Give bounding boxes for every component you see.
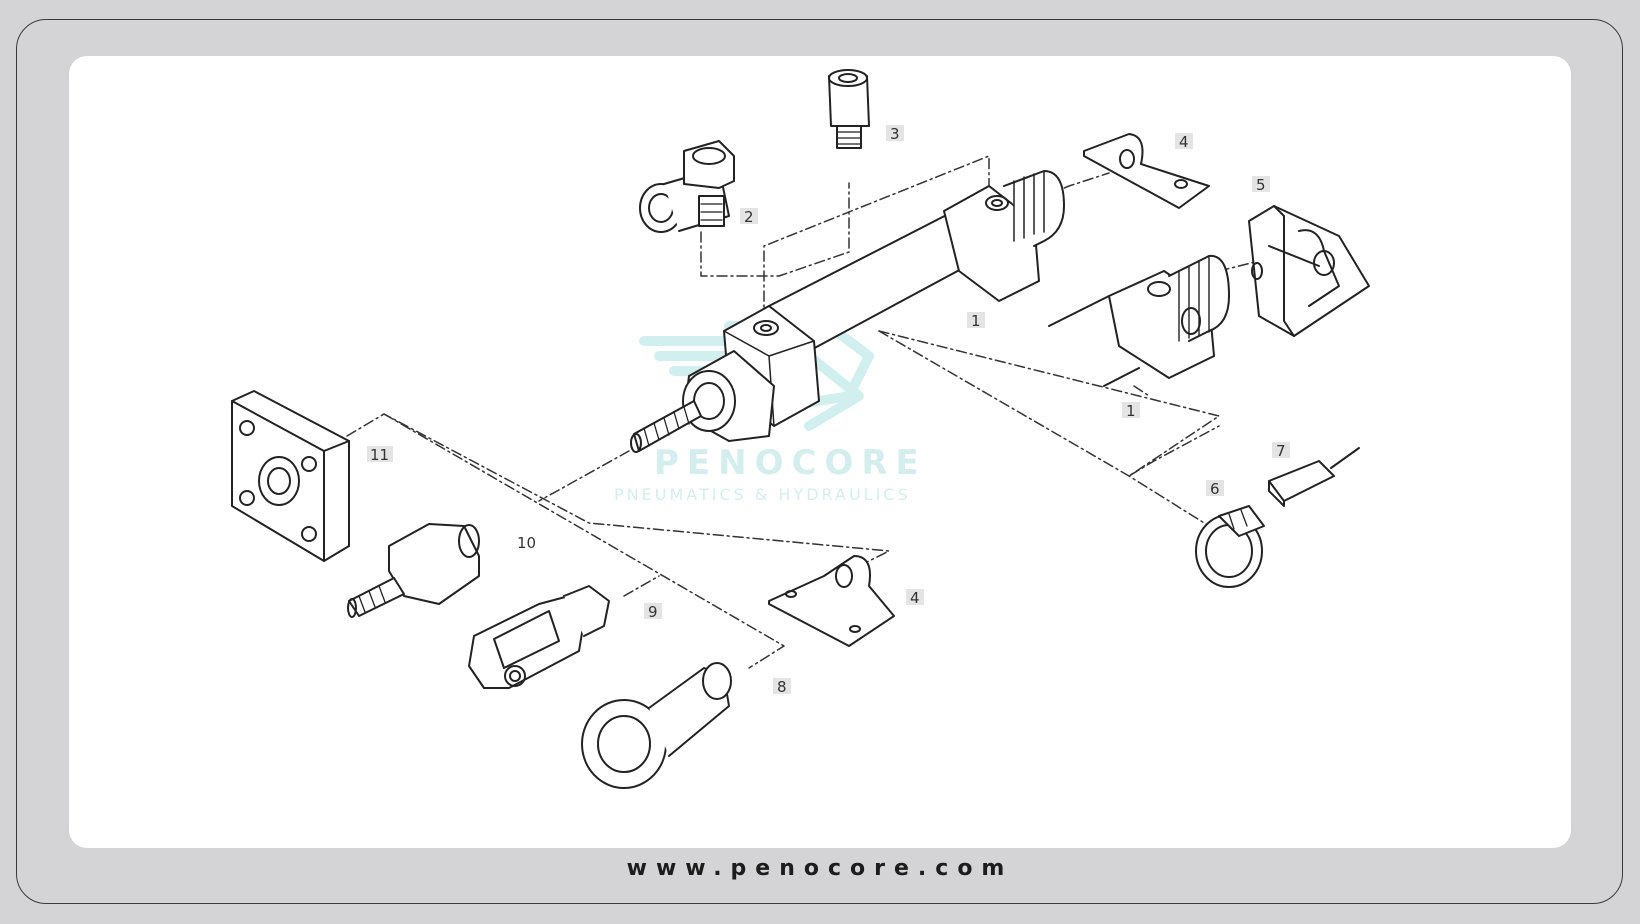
label-part-3: 3 bbox=[890, 125, 900, 143]
label-part-7: 7 bbox=[1276, 442, 1286, 460]
label-part-10: 10 bbox=[517, 534, 536, 552]
straight-fitting-part-3 bbox=[828, 69, 870, 149]
label-bg bbox=[1206, 480, 1224, 496]
label-bg bbox=[906, 589, 924, 605]
rod-clevis-part-9 bbox=[468, 585, 610, 689]
label-bg bbox=[1122, 402, 1140, 418]
foot-bracket-part-4-upper bbox=[1083, 133, 1210, 209]
label-part-2: 2 bbox=[744, 208, 754, 226]
label-part-8: 8 bbox=[777, 678, 787, 696]
cylinder-part-1 bbox=[630, 170, 1065, 453]
label-part-9: 9 bbox=[648, 603, 658, 621]
label-part-11: 11 bbox=[370, 446, 389, 464]
label-part-6: 6 bbox=[1210, 480, 1220, 498]
label-bg bbox=[1252, 176, 1270, 192]
label-bg bbox=[886, 125, 904, 141]
label-bg bbox=[967, 312, 985, 328]
label-bg bbox=[367, 446, 393, 462]
diagram-panel: PENOCORE PNEUMATICS & HYDRAULICS bbox=[69, 56, 1571, 848]
watermark-brand: PENOCORE bbox=[654, 443, 927, 483]
mounting-clamp-part-6 bbox=[1195, 505, 1265, 588]
outer-frame bbox=[16, 19, 1623, 904]
label-bg bbox=[644, 603, 662, 619]
proximity-sensor-part-7 bbox=[1268, 447, 1360, 507]
foot-bracket-part-4-lower bbox=[768, 555, 895, 647]
flange-plate-part-11 bbox=[231, 390, 350, 562]
exploded-parts-diagram: PENOCORE PNEUMATICS & HYDRAULICS bbox=[231, 69, 1370, 789]
label-part-1b: 1 bbox=[1126, 402, 1136, 420]
rod-coupling-part-10 bbox=[347, 523, 480, 618]
rod-eye-part-8 bbox=[581, 662, 732, 789]
label-part-4-upper: 4 bbox=[1179, 133, 1189, 151]
label-bg bbox=[1272, 442, 1290, 458]
label-bg bbox=[1175, 133, 1193, 149]
label-bg bbox=[773, 678, 791, 694]
part-number-labels: 1 1 2 3 4 4 5 6 7 8 9 10 11 bbox=[367, 125, 1290, 696]
label-part-4-lower: 4 bbox=[910, 589, 920, 607]
footer-url[interactable]: www.penocore.com bbox=[626, 856, 1014, 881]
clevis-mount-part-5 bbox=[1248, 205, 1370, 337]
watermark-tagline: PNEUMATICS & HYDRAULICS bbox=[614, 485, 911, 504]
leader-lines bbox=[346, 155, 1260, 669]
label-bg bbox=[740, 208, 758, 224]
label-part-1: 1 bbox=[971, 312, 981, 330]
elbow-fitting-part-2 bbox=[639, 140, 735, 233]
label-part-5: 5 bbox=[1256, 176, 1266, 194]
short-cylinder-part-1 bbox=[1048, 254, 1230, 387]
